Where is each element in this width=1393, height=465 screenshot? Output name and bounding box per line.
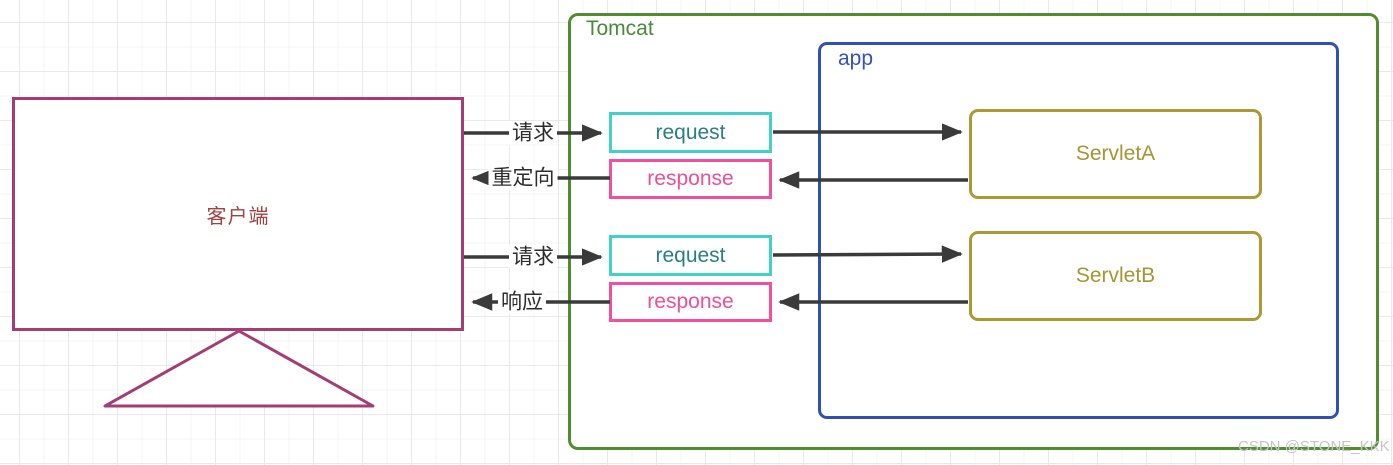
response-box-2-label: response	[647, 290, 734, 313]
response-box-2: response	[609, 282, 772, 322]
servlet-a-node: ServletA	[969, 109, 1262, 199]
monitor-stand-icon	[103, 329, 375, 408]
app-label: app	[838, 47, 874, 70]
request-box-2-label: request	[655, 243, 726, 267]
request-box-1: request	[609, 112, 772, 153]
arrow-label-request-1: 请求	[509, 121, 557, 145]
arrow-label-request-2: 请求	[509, 245, 557, 269]
request-box-1-label: request	[655, 120, 726, 144]
client-label: 客户端	[206, 205, 270, 228]
request-box-2: request	[609, 235, 772, 276]
response-box-1: response	[609, 159, 772, 199]
tomcat-label: Tomcat	[586, 17, 654, 40]
arrow-label-response: 响应	[498, 290, 546, 314]
watermark: CSDN @STONE_KKK	[1238, 438, 1390, 455]
client-node: 客户端	[12, 97, 464, 331]
servlet-b-node: ServletB	[969, 231, 1262, 321]
servlet-b-label: ServletB	[1075, 264, 1156, 287]
response-box-1-label: response	[647, 167, 734, 190]
arrow-label-redirect: 重定向	[488, 166, 558, 190]
app-container	[818, 42, 1339, 419]
servlet-a-label: ServletA	[1075, 142, 1156, 165]
